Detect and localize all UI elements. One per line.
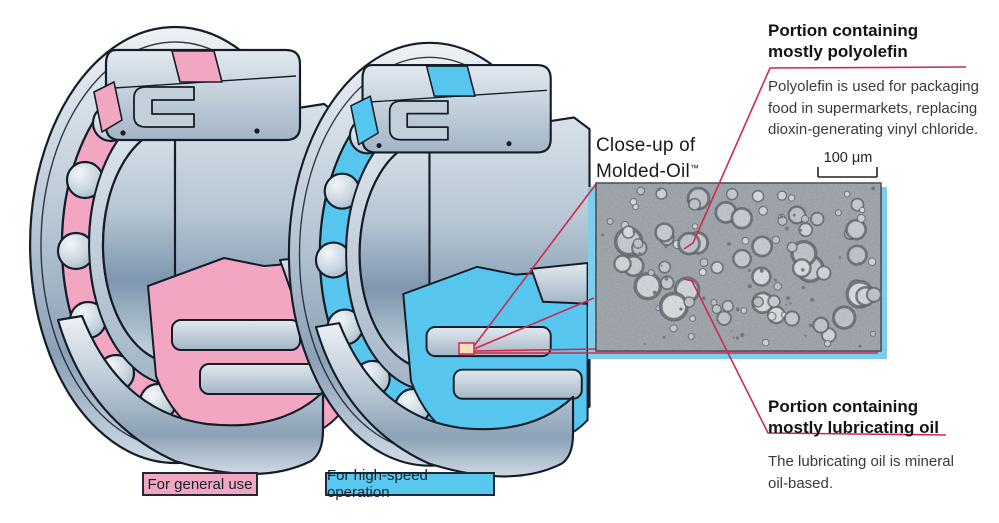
annotation-polyolefin-heading2: mostly polyolefin — [768, 42, 908, 61]
closeup-label: Close-up of Molded-Oil™ — [596, 134, 699, 183]
zoom-cone-lines — [473, 183, 878, 354]
annotation-lubricating-oil: Portion containing mostly lubricating oi… — [768, 396, 993, 494]
annotation-lubricating-heading1: Portion containing — [768, 397, 919, 416]
scale-bar-label: 100 μm — [823, 150, 873, 166]
annotation-polyolefin-heading1: Portion containing — [768, 21, 919, 40]
annotation-polyolefin-body3: dioxin-generating vinyl chloride. — [768, 121, 979, 138]
sample-marker — [458, 342, 475, 355]
annotation-polyolefin-body2: food in supermarkets, replacing — [768, 99, 978, 117]
annotation-lubricating-body2: oil-based. — [768, 474, 834, 492]
legend-high-speed: For high-speed operation — [325, 467, 495, 501]
annotation-lubricating-heading2: mostly lubricating oil — [768, 418, 939, 437]
molded-oil-micrograph — [595, 182, 882, 352]
annotation-lubricating-body1: The lubricating oil is mineral — [768, 453, 954, 470]
trademark-symbol: ™ — [689, 163, 699, 173]
legend-general-use: For general use — [142, 472, 258, 496]
leader-line-polyolefin — [683, 66, 967, 250]
micrograph-grain — [596, 183, 881, 351]
closeup-label-line1: Close-up of — [596, 135, 696, 156]
closeup-label-line2: Molded-Oil™ — [596, 161, 699, 182]
annotation-polyolefin-body1: Polyolefin is used for packaging — [768, 78, 979, 95]
annotation-polyolefin: Portion containing mostly polyolefin Pol… — [768, 20, 993, 141]
leader-line-lubricating-oil — [683, 278, 947, 436]
scale-bar — [817, 167, 878, 178]
